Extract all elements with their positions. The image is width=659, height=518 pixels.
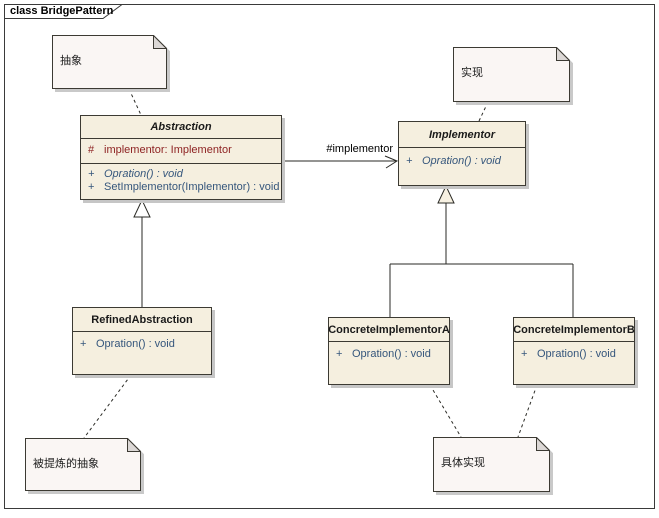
note-abstract[interactable]: 抽象 [52,35,167,89]
note-text: 实现 [461,67,483,79]
diagram-title: class BridgePattern [10,5,114,17]
class-implementor[interactable]: Implementor + Opration() : void [398,121,526,186]
notelink-refined[interactable] [83,374,132,439]
class-name: Abstraction [150,121,212,133]
generalization-triangle-icon [437,184,455,204]
method-opration: + Opration() : void [88,168,183,180]
class-name: Implementor [428,128,495,141]
class-name: ConcreteImplementorB [513,323,635,336]
association-label[interactable]: #implementor [326,143,393,155]
class-abstraction[interactable]: Abstraction # implementor: Implementor +… [80,115,282,200]
method-opration: + Opration() : void [336,348,431,360]
note-shape-icon [433,437,550,492]
class-name: RefinedAbstraction [91,313,193,326]
note-refined-abstraction[interactable]: 被提炼的抽象 [25,438,141,491]
notelink-concrete-a[interactable] [429,384,462,438]
note-text: 具体实现 [441,457,485,469]
class-concrete-implementor-b[interactable]: ConcreteImplementorB + Opration() : void [513,317,635,385]
class-name: ConcreteImplementorA [328,323,450,336]
note-text: 抽象 [60,55,82,67]
class-concrete-implementor-a[interactable]: ConcreteImplementorA + Opration() : void [328,317,450,385]
note-shape-icon [25,438,141,491]
note-implementation[interactable]: 实现 [453,47,570,102]
attribute-implementor: # implementor: Implementor [88,144,232,156]
class-refined-abstraction[interactable]: RefinedAbstraction + Opration() : void [72,307,212,375]
note-concrete-implementation[interactable]: 具体实现 [433,437,550,492]
method-opration: + Opration() : void [521,348,616,360]
notelink-abstract[interactable] [128,88,142,116]
diagram-frame [4,4,655,509]
method-setimplementor: + SetImplementor(Implementor) : void [88,181,280,193]
note-shape-icon [52,35,167,89]
note-text: 被提炼的抽象 [33,458,99,470]
note-shape-icon [453,47,570,102]
method-opration: + Opration() : void [406,155,501,167]
method-opration: + Opration() : void [80,338,175,350]
frame-tab [4,4,124,19]
generalization-triangle-icon [133,198,151,218]
notelink-concrete-b[interactable] [517,384,538,438]
notelink-implementation[interactable] [478,101,489,122]
association-arrowhead-icon [384,155,399,169]
